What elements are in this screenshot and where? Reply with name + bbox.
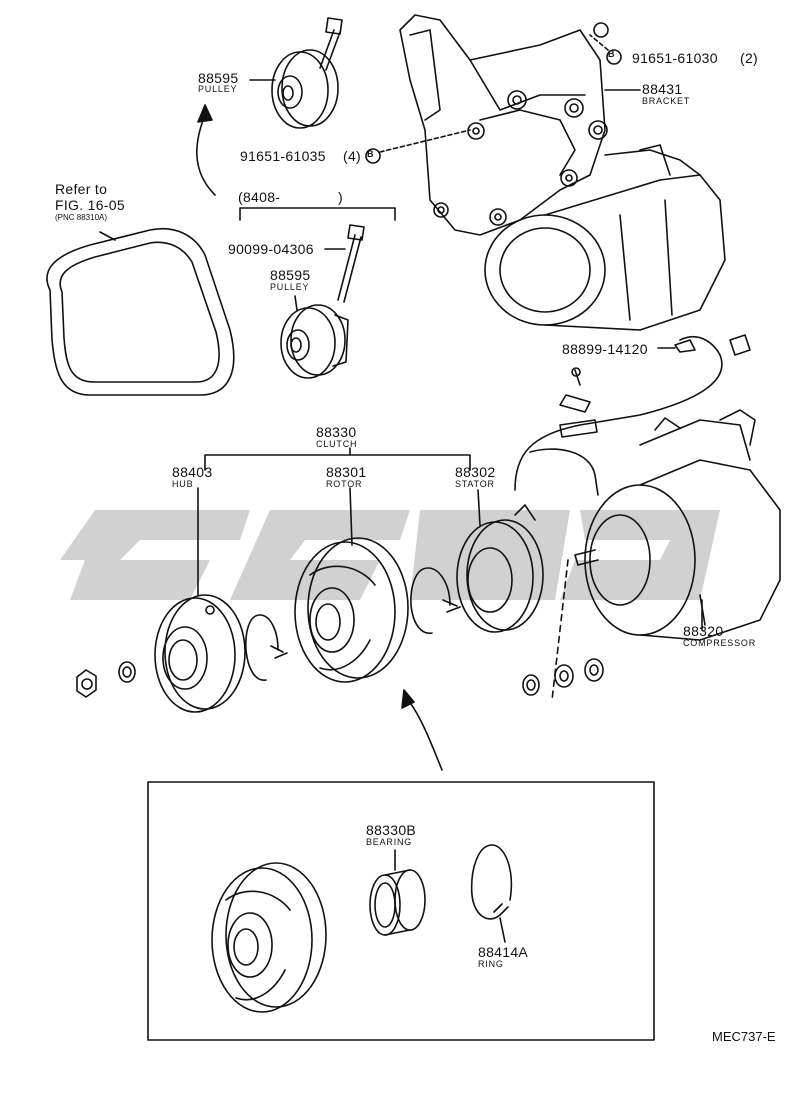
arrow-curve-detail [407,699,443,771]
stator-name: STATOR [455,479,495,489]
callout-b-mid: B [367,149,374,159]
compressor-upper-drawing [484,144,726,331]
bolt-b4-number: 91651-61035 [240,148,326,164]
bracket-drawing [399,14,701,236]
pulley-mid-drawing [280,224,365,379]
stator-number: 88302 [455,464,496,480]
bearing-name: BEARING [366,837,413,847]
shim-2 [554,664,574,688]
rotor-name: ROTOR [326,479,363,489]
shim-3 [584,658,604,682]
pulley-top-drawing [271,17,343,129]
shim-1 [522,674,540,696]
rotor-drawing [294,487,409,683]
hub-name: HUB [172,479,194,489]
ring-name: RING [478,959,504,969]
bracket-name: BRACKET [642,96,691,106]
callout-b-top: B [608,49,615,59]
pulley-top-name: PULLEY [198,84,238,94]
shaft-dashed-line [551,559,569,701]
refer-text-line2: FIG. 16-05 [55,197,125,213]
wire-harness-drawing [514,334,751,496]
pulley-top-number: 88595 [198,70,239,86]
arrow-curve-pulley [196,114,216,196]
wire-number: 88899-14120 [562,341,648,357]
bolt-b2-number: 91651-61030 [632,50,718,66]
leader-bolt-b2 [589,34,609,51]
refer-text-line3: (PNC 88310A) [55,213,108,222]
compressor-name: COMPRESSOR [683,638,757,648]
detail-rotor-drawing [211,862,327,1013]
bolt-b2-qty: (2) [740,50,759,66]
snap-ring-rotor [410,567,451,634]
clutch-name: CLUTCH [316,439,358,449]
callout-b-circle-top [606,49,622,65]
washer-left [118,661,136,683]
detail-bearing-drawing [369,849,426,936]
snap-ring-rotor-end [442,599,461,613]
refer-text-line1: Refer to [55,181,108,197]
hub-drawing [154,487,246,713]
bolt-number: 90099-04306 [228,241,314,257]
stator-drawing [456,489,544,633]
bearing-number: 88330B [366,822,417,838]
pulley-mid-name: PULLEY [270,282,310,292]
detail-box [147,781,655,1041]
bolt-b4-qty: (4) [343,148,362,164]
drawing-code: MEC737-E [712,1029,776,1044]
pulley-mid-number: 88595 [270,267,311,283]
bracket-number: 88431 [642,81,683,97]
compressor-drawing [574,409,781,641]
snap-ring-hub [245,614,279,681]
detail-ring-drawing [470,844,513,943]
hub-number: 88403 [172,464,213,480]
compressor-number: 88320 [683,623,724,639]
snap-ring-hub-end [270,645,288,659]
leader-pulley-mid [294,295,298,311]
arrowhead-pulley [197,104,213,123]
date-range-start: (8408- [238,189,281,205]
date-range-end: ) [338,189,343,205]
leader-bolt-b4 [379,129,471,153]
ring-number: 88414A [478,944,529,960]
arrowhead-detail [401,689,415,709]
nut-left [76,669,97,698]
clutch-bracket [204,447,471,471]
callout-b-circle-mid [365,148,381,164]
v-belt-drawing [46,228,235,396]
clutch-number: 88330 [316,424,357,440]
refer-leader [99,231,116,241]
date-range-bracket [239,207,396,221]
rotor-number: 88301 [326,464,367,480]
